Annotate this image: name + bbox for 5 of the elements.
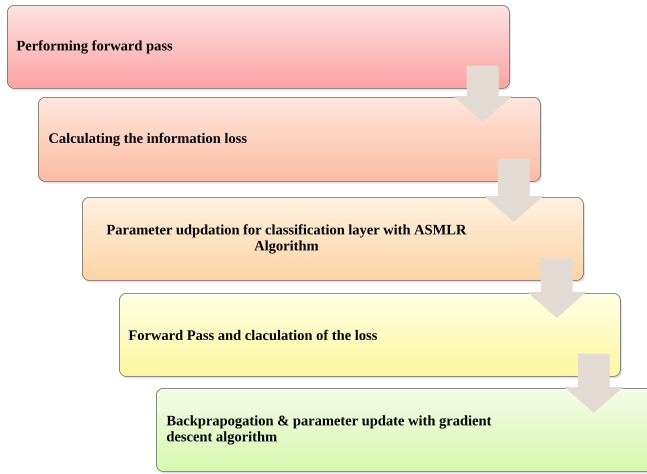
process-box: Backprapogation & parameter update with gradient descent algorithm [156, 388, 647, 474]
process-box: Parameter udpdation for classification layer with ASMLR Algorithm [82, 197, 585, 282]
process-box: Performing forward pass [7, 5, 511, 90]
process-box: Forward Pass and claculation of the loss [119, 293, 622, 378]
process-box: Calculating the information loss [38, 97, 542, 184]
